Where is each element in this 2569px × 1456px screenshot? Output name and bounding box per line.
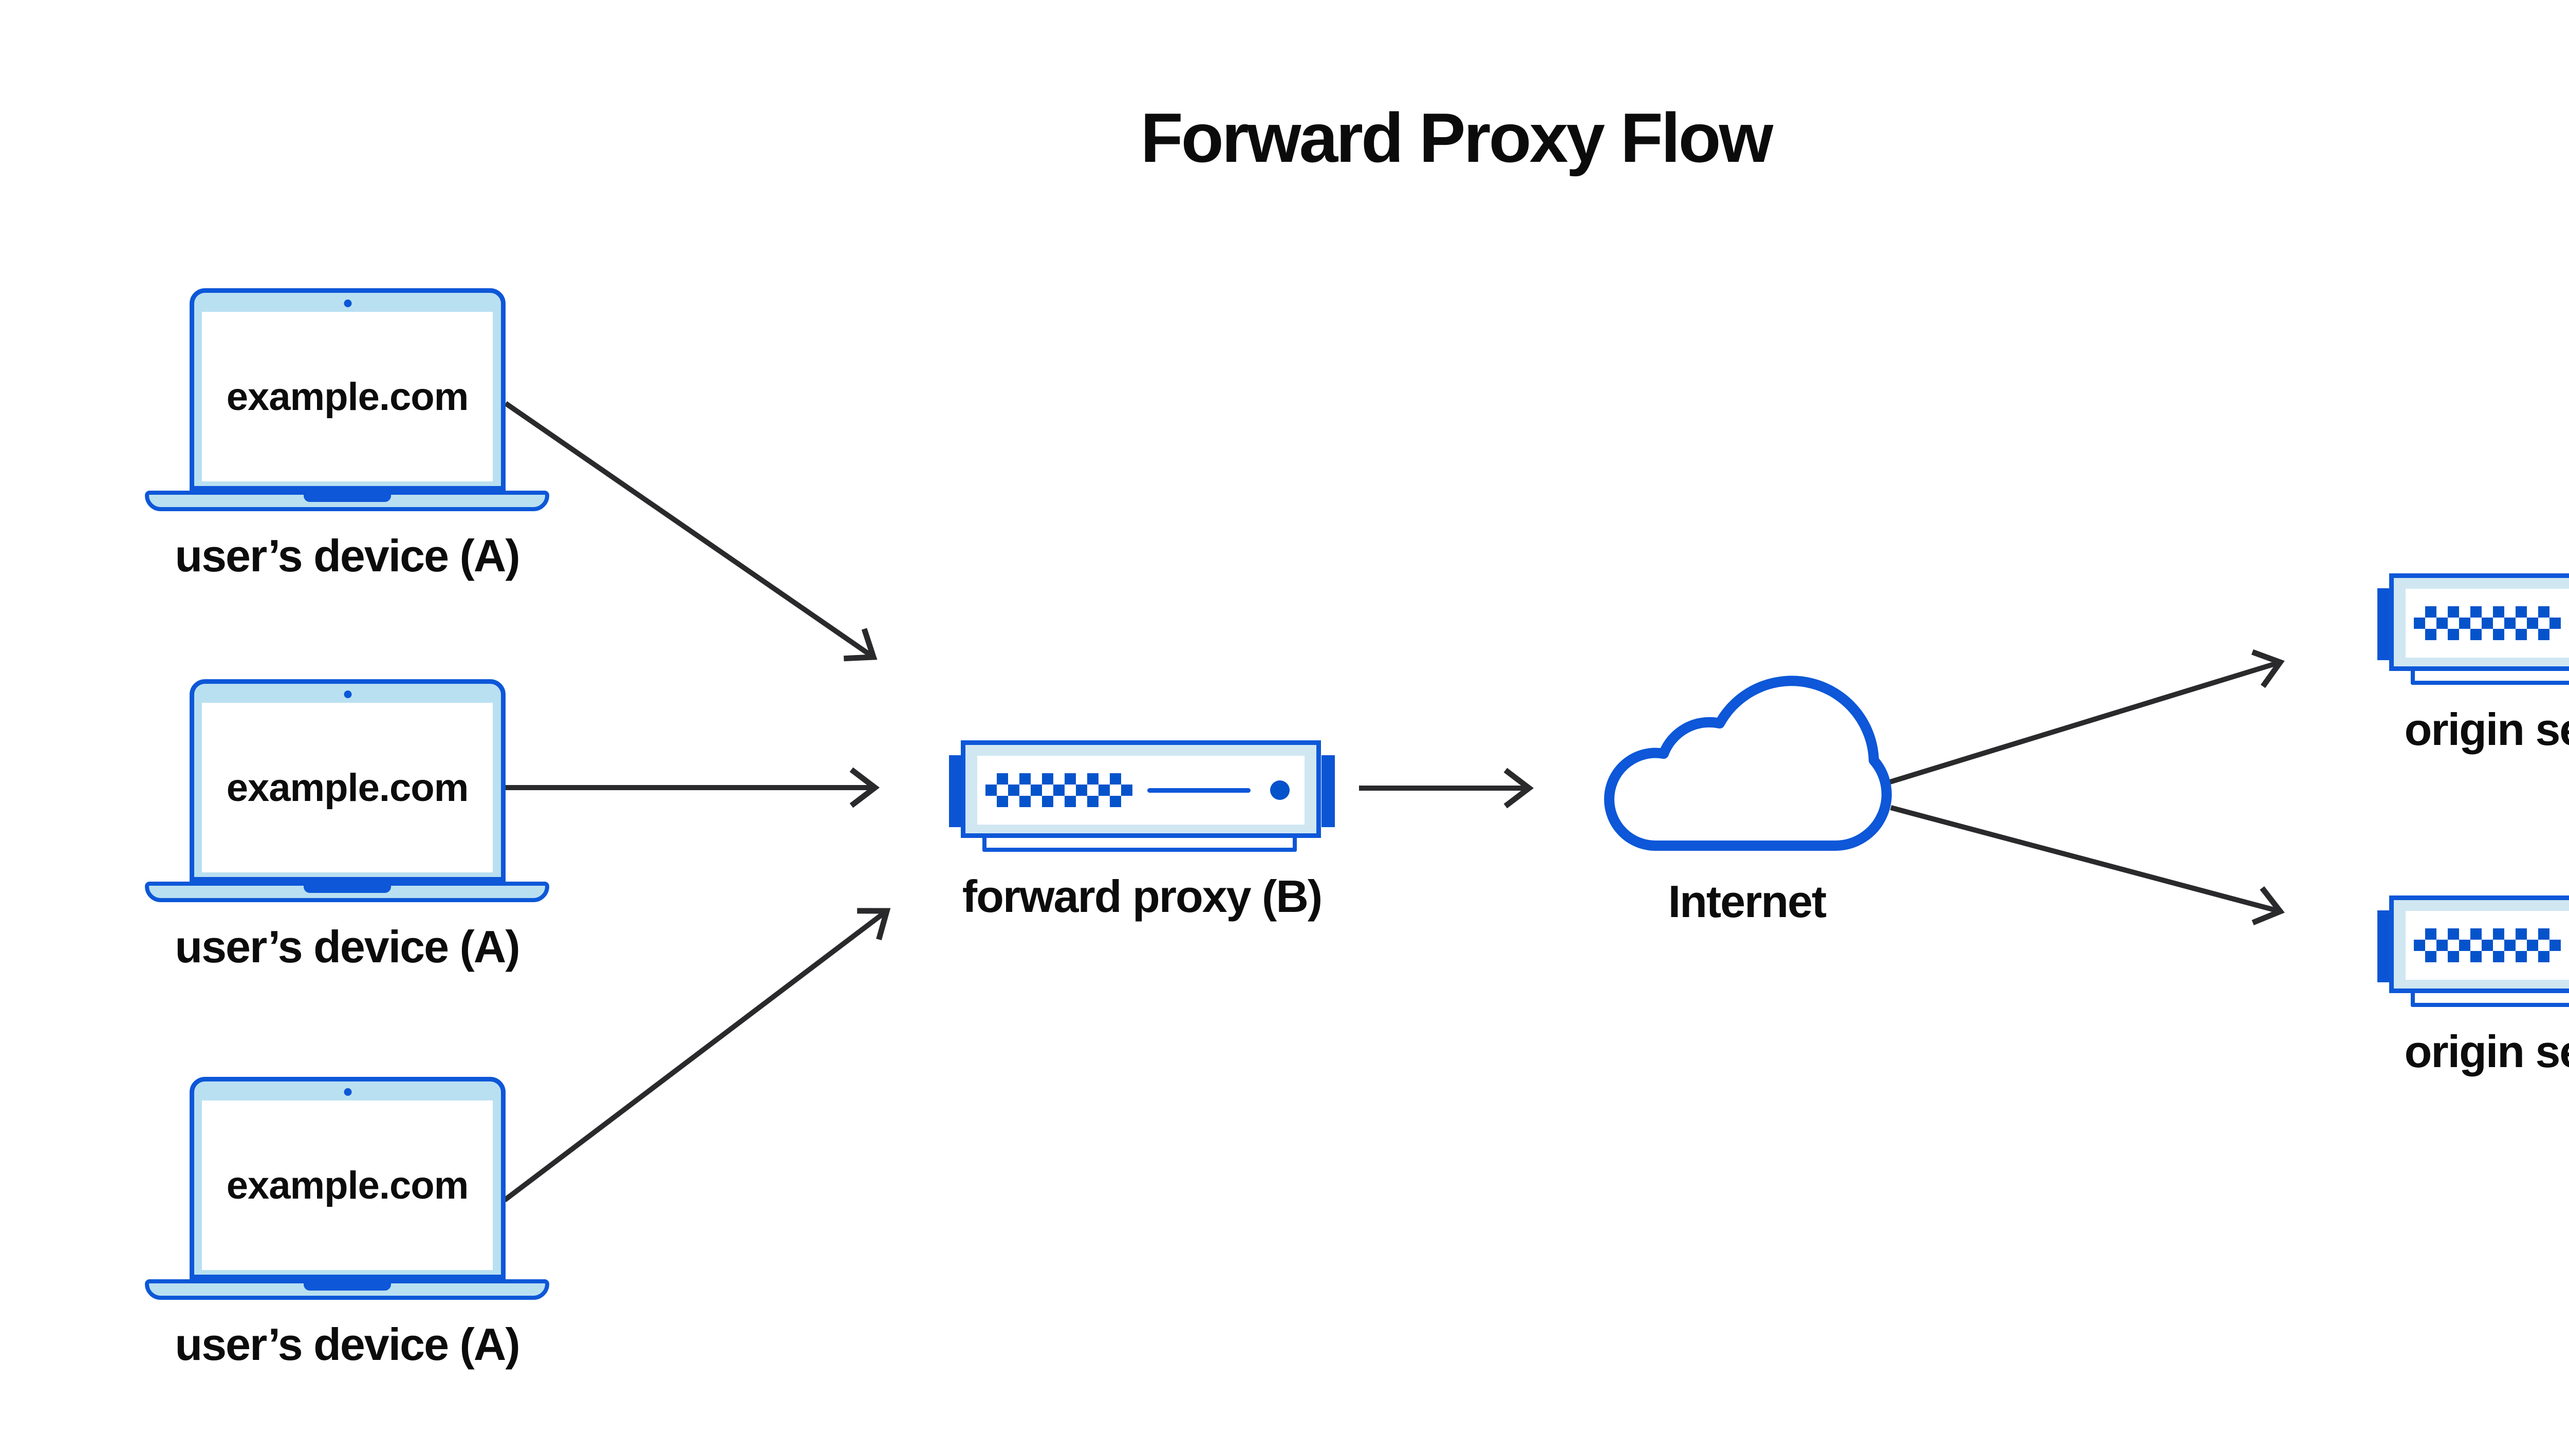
laptop-icon: example.com bbox=[190, 679, 506, 882]
camera-dot-icon bbox=[344, 300, 351, 307]
server-side-tab bbox=[2377, 910, 2391, 982]
laptop-screen: example.com bbox=[202, 1100, 493, 1270]
server-front-panel bbox=[2406, 911, 2569, 980]
cloud-icon bbox=[1604, 676, 1892, 851]
page-title: Forward Proxy Flow bbox=[1140, 99, 1774, 177]
server-front-panel bbox=[2406, 589, 2569, 658]
screen-url-text: example.com bbox=[226, 375, 469, 419]
laptop-base bbox=[145, 882, 549, 902]
server-icon bbox=[2389, 895, 2569, 993]
server-side-tab bbox=[2377, 588, 2391, 660]
arrow-device1-to-proxy bbox=[504, 401, 878, 662]
server-side-tab bbox=[1321, 755, 1335, 827]
server-icon bbox=[961, 740, 1321, 838]
laptop-screen: example.com bbox=[202, 312, 493, 481]
device-label: user’s device (A) bbox=[175, 1319, 520, 1370]
laptop-icon: example.com bbox=[190, 1077, 506, 1279]
server-slot-line bbox=[1147, 788, 1251, 793]
proxy-label: forward proxy (B) bbox=[962, 871, 1323, 922]
vent-dots-icon bbox=[2414, 928, 2561, 962]
forward-proxy-node: forward proxy (B) bbox=[949, 740, 1335, 922]
origin-label: origin server (C) bbox=[2404, 704, 2569, 755]
origin-server-node-1: origin server (C) bbox=[2377, 573, 2569, 755]
user-device-node-3: example.com user’s device (A) bbox=[145, 1077, 549, 1370]
server-power-dot bbox=[1270, 780, 1290, 800]
origin-server-node-2: origin server (C) bbox=[2377, 895, 2569, 1077]
arrow-device3-to-proxy bbox=[502, 908, 891, 1202]
laptop-base bbox=[145, 1279, 549, 1300]
laptop-screen: example.com bbox=[202, 703, 493, 872]
camera-dot-icon bbox=[344, 690, 351, 698]
laptop-base bbox=[145, 491, 549, 511]
laptop-notch bbox=[303, 1283, 391, 1291]
server-side-tab bbox=[949, 755, 962, 827]
laptop-notch bbox=[303, 886, 391, 893]
user-device-node-1: example.com user’s device (A) bbox=[145, 288, 549, 581]
device-label: user’s device (A) bbox=[175, 921, 520, 972]
internet-label: Internet bbox=[1668, 876, 1827, 927]
screen-url-text: example.com bbox=[226, 766, 469, 810]
camera-dot-icon bbox=[344, 1088, 351, 1096]
vent-dots-icon bbox=[985, 773, 1132, 807]
internet-node bbox=[1602, 674, 1894, 853]
user-device-node-2: example.com user’s device (A) bbox=[145, 679, 549, 972]
laptop-icon: example.com bbox=[190, 288, 506, 491]
screen-url-text: example.com bbox=[226, 1163, 469, 1207]
laptop-notch bbox=[303, 495, 391, 502]
origin-label: origin server (C) bbox=[2404, 1026, 2569, 1077]
arrow-internet-to-origin1 bbox=[1886, 649, 2285, 786]
device-label: user’s device (A) bbox=[175, 530, 520, 581]
vent-dots-icon bbox=[2414, 606, 2561, 640]
server-icon bbox=[2389, 573, 2569, 671]
server-front-panel bbox=[977, 756, 1305, 825]
